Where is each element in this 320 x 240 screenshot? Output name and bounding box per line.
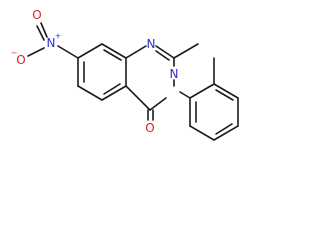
nitro-n-label: N [47, 36, 56, 50]
bond [213, 83, 239, 99]
tolyl-ring [179, 57, 239, 141]
double-bond-inner [103, 49, 122, 61]
nitro-bond [27, 47, 45, 57]
atom-labels: O N + O − N N O [11, 8, 179, 135]
nitro-bond [40, 22, 48, 38]
nitro-n-charge: + [55, 32, 62, 41]
bond [125, 45, 147, 59]
bond [77, 43, 103, 59]
bond [189, 125, 215, 141]
nitro-bond [36, 25, 45, 41]
bond [77, 85, 103, 101]
benzo-ring [77, 43, 127, 101]
bond [213, 125, 239, 141]
bond [189, 83, 215, 99]
double-bond-inner [215, 123, 233, 135]
pyrimidinone-ring [125, 45, 175, 111]
nitro-o-top-label: O [32, 8, 41, 22]
bond [149, 97, 167, 111]
carbonyl-o-label: O [145, 121, 154, 135]
n-aryl-bond [179, 91, 191, 99]
bond [101, 43, 127, 59]
bond [101, 85, 127, 101]
ring-n1-label: N [147, 37, 156, 51]
molecule-diagram: O N + O − N N O [11, 8, 239, 141]
nitro-bond [57, 45, 79, 59]
nitro-o-charge: − [11, 49, 18, 58]
double-bond-inner [215, 89, 234, 101]
ring-n3-label: N [170, 67, 179, 81]
double-bond-inner [155, 50, 170, 61]
double-bond-inner [103, 83, 121, 95]
methyl-bond [173, 43, 199, 59]
bond [155, 45, 175, 59]
carbonyl-group [147, 109, 154, 121]
nitro-group [27, 22, 79, 59]
nitro-o-bottom-label: O [16, 53, 25, 67]
bond [125, 85, 151, 111]
